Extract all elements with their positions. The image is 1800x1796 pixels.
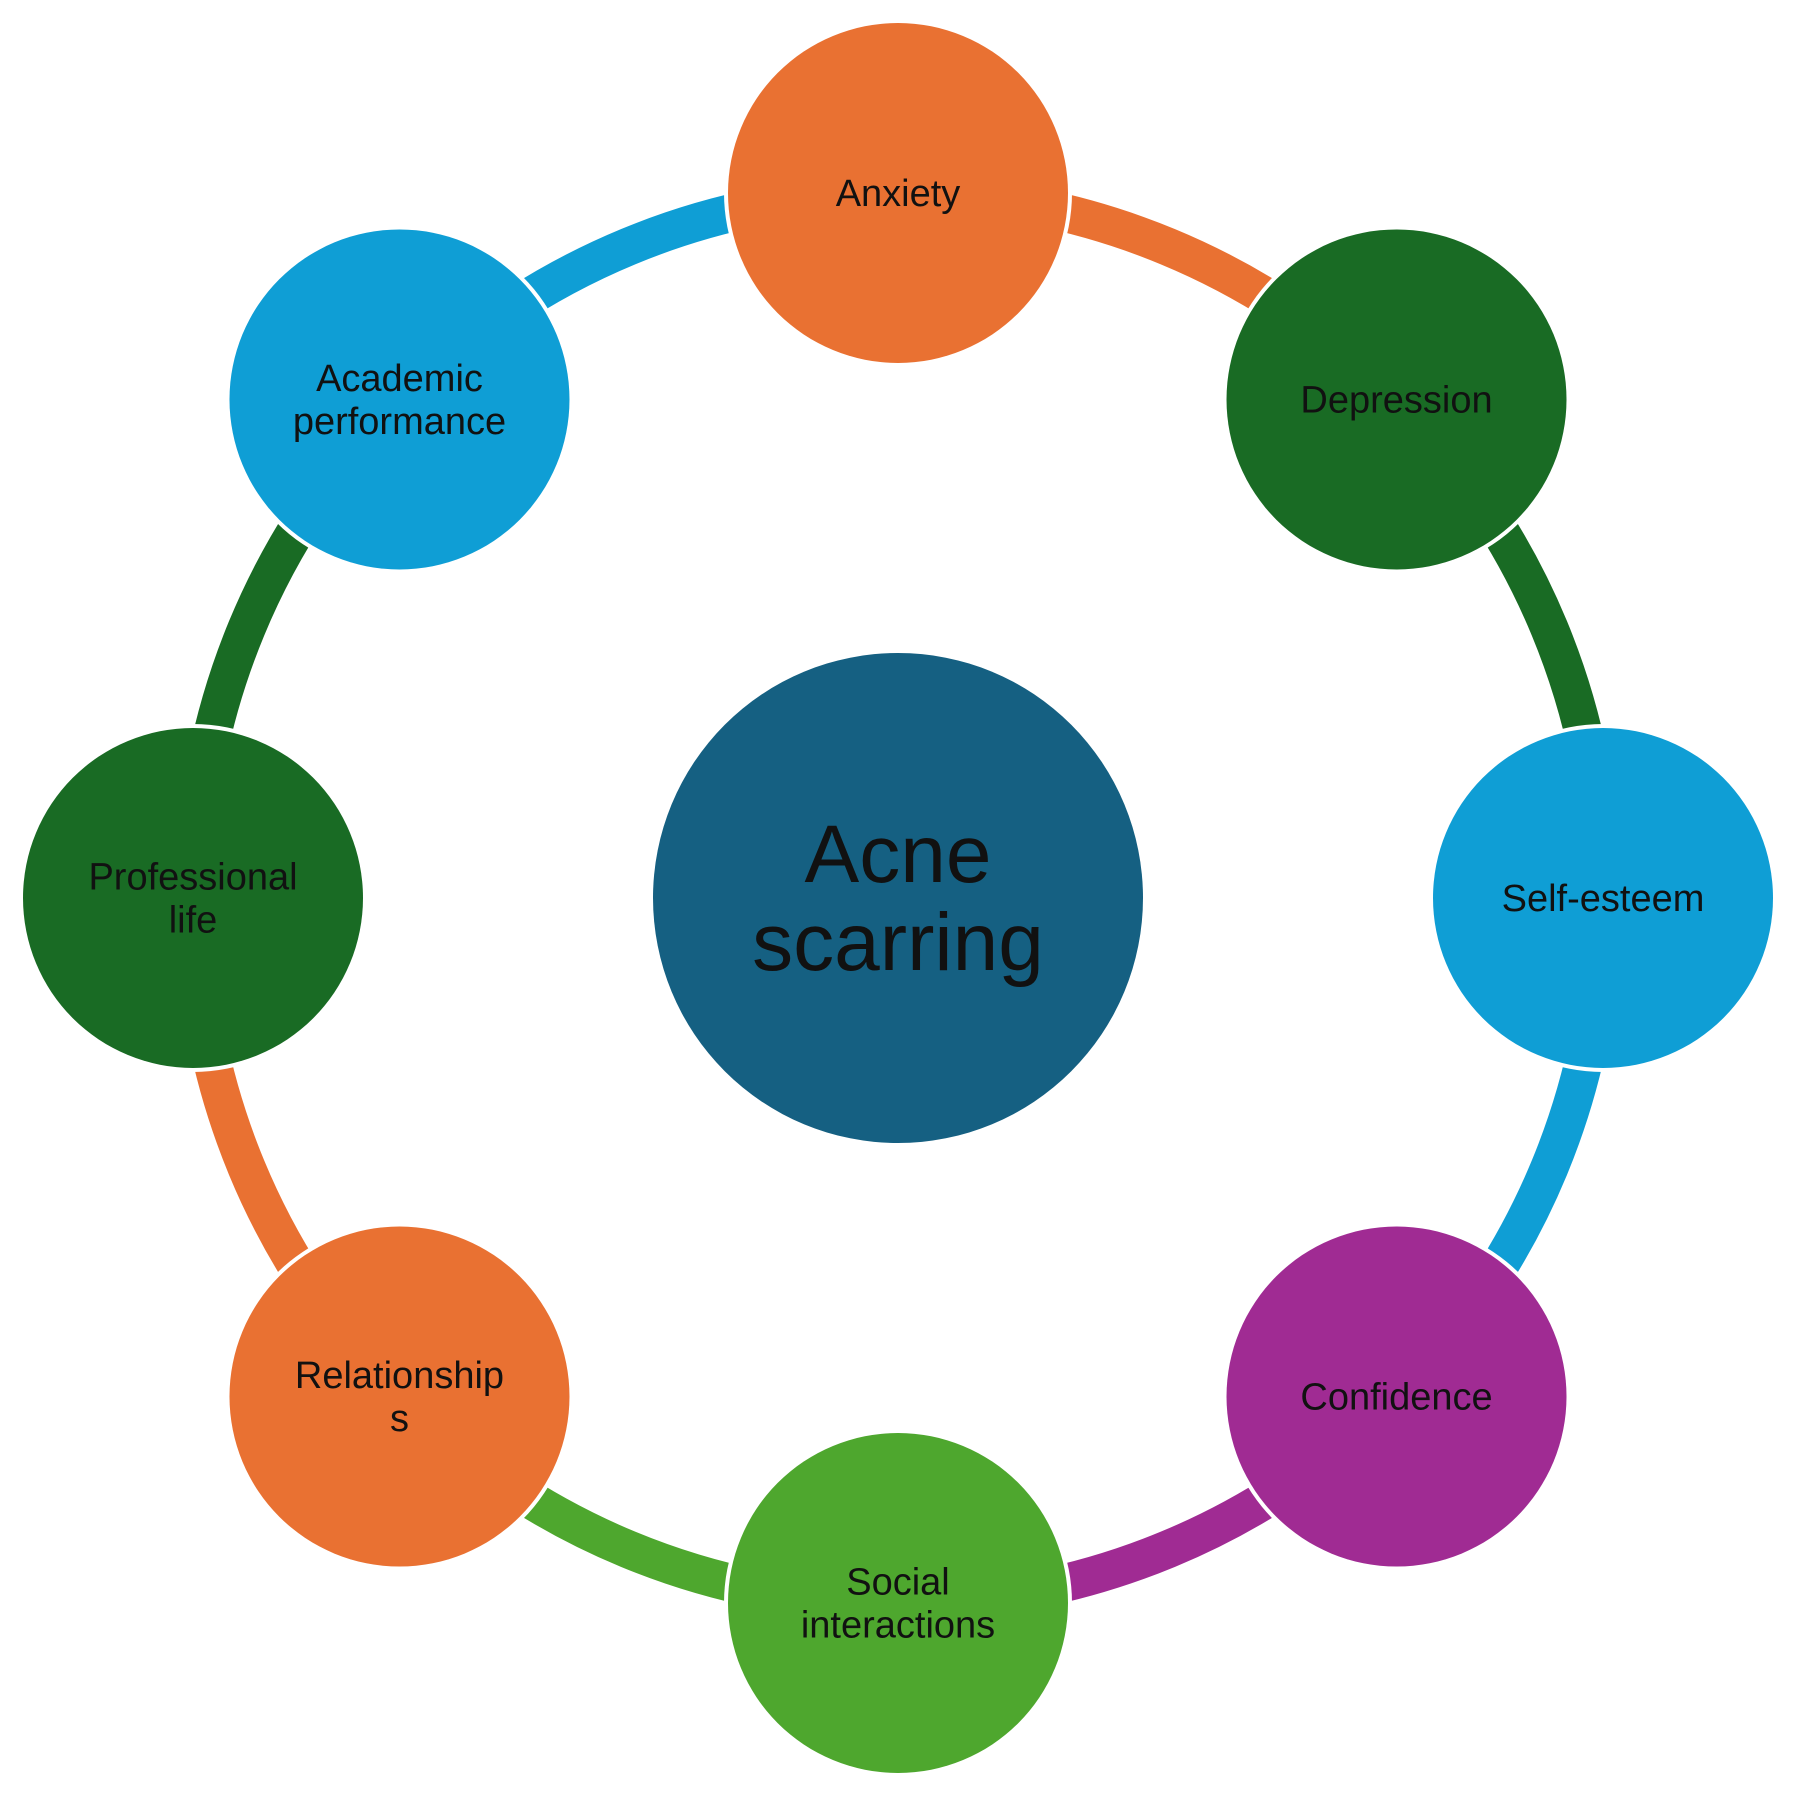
center-label-line: scarring (752, 897, 1044, 988)
node-label-line: Professional (88, 857, 297, 899)
node-label-line: Academic (316, 358, 483, 400)
center-label-line: Acne (805, 809, 992, 900)
node-label: Confidence (1300, 1377, 1492, 1419)
node-circle (23, 728, 363, 1068)
node-circle (728, 23, 1068, 363)
node-label-line: interactions (801, 1605, 995, 1647)
node-label-line: Anxiety (836, 173, 961, 215)
node-label: Anxiety (836, 173, 961, 215)
node-circle (1433, 728, 1773, 1068)
center-circle (653, 653, 1143, 1143)
node-confidence: Confidence (1222, 1222, 1571, 1571)
node-circle (1226, 1226, 1567, 1567)
node-label: Depression (1300, 379, 1492, 421)
node-circle (229, 229, 570, 570)
node-label: Self-esteem (1502, 878, 1705, 920)
node-label-line: Social (846, 1562, 950, 1604)
node-circle (728, 1433, 1068, 1773)
node-label-line: Relationship (295, 1355, 504, 1397)
outer-nodes: AnxietyDepressionSelf-esteemConfidenceSo… (19, 19, 1777, 1777)
node-label-line: life (169, 900, 218, 942)
node-label-line: s (390, 1398, 409, 1440)
node-circle (229, 1226, 570, 1567)
node-anxiety: Anxiety (724, 19, 1072, 367)
node-self-esteem: Self-esteem (1429, 724, 1777, 1072)
node-label-line: Depression (1300, 379, 1492, 421)
node-label-line: Self-esteem (1502, 878, 1705, 920)
node-circle (1226, 229, 1567, 570)
node-label-line: performance (293, 401, 506, 443)
node-label-line: Confidence (1300, 1377, 1492, 1419)
node-depression: Depression (1222, 225, 1571, 574)
